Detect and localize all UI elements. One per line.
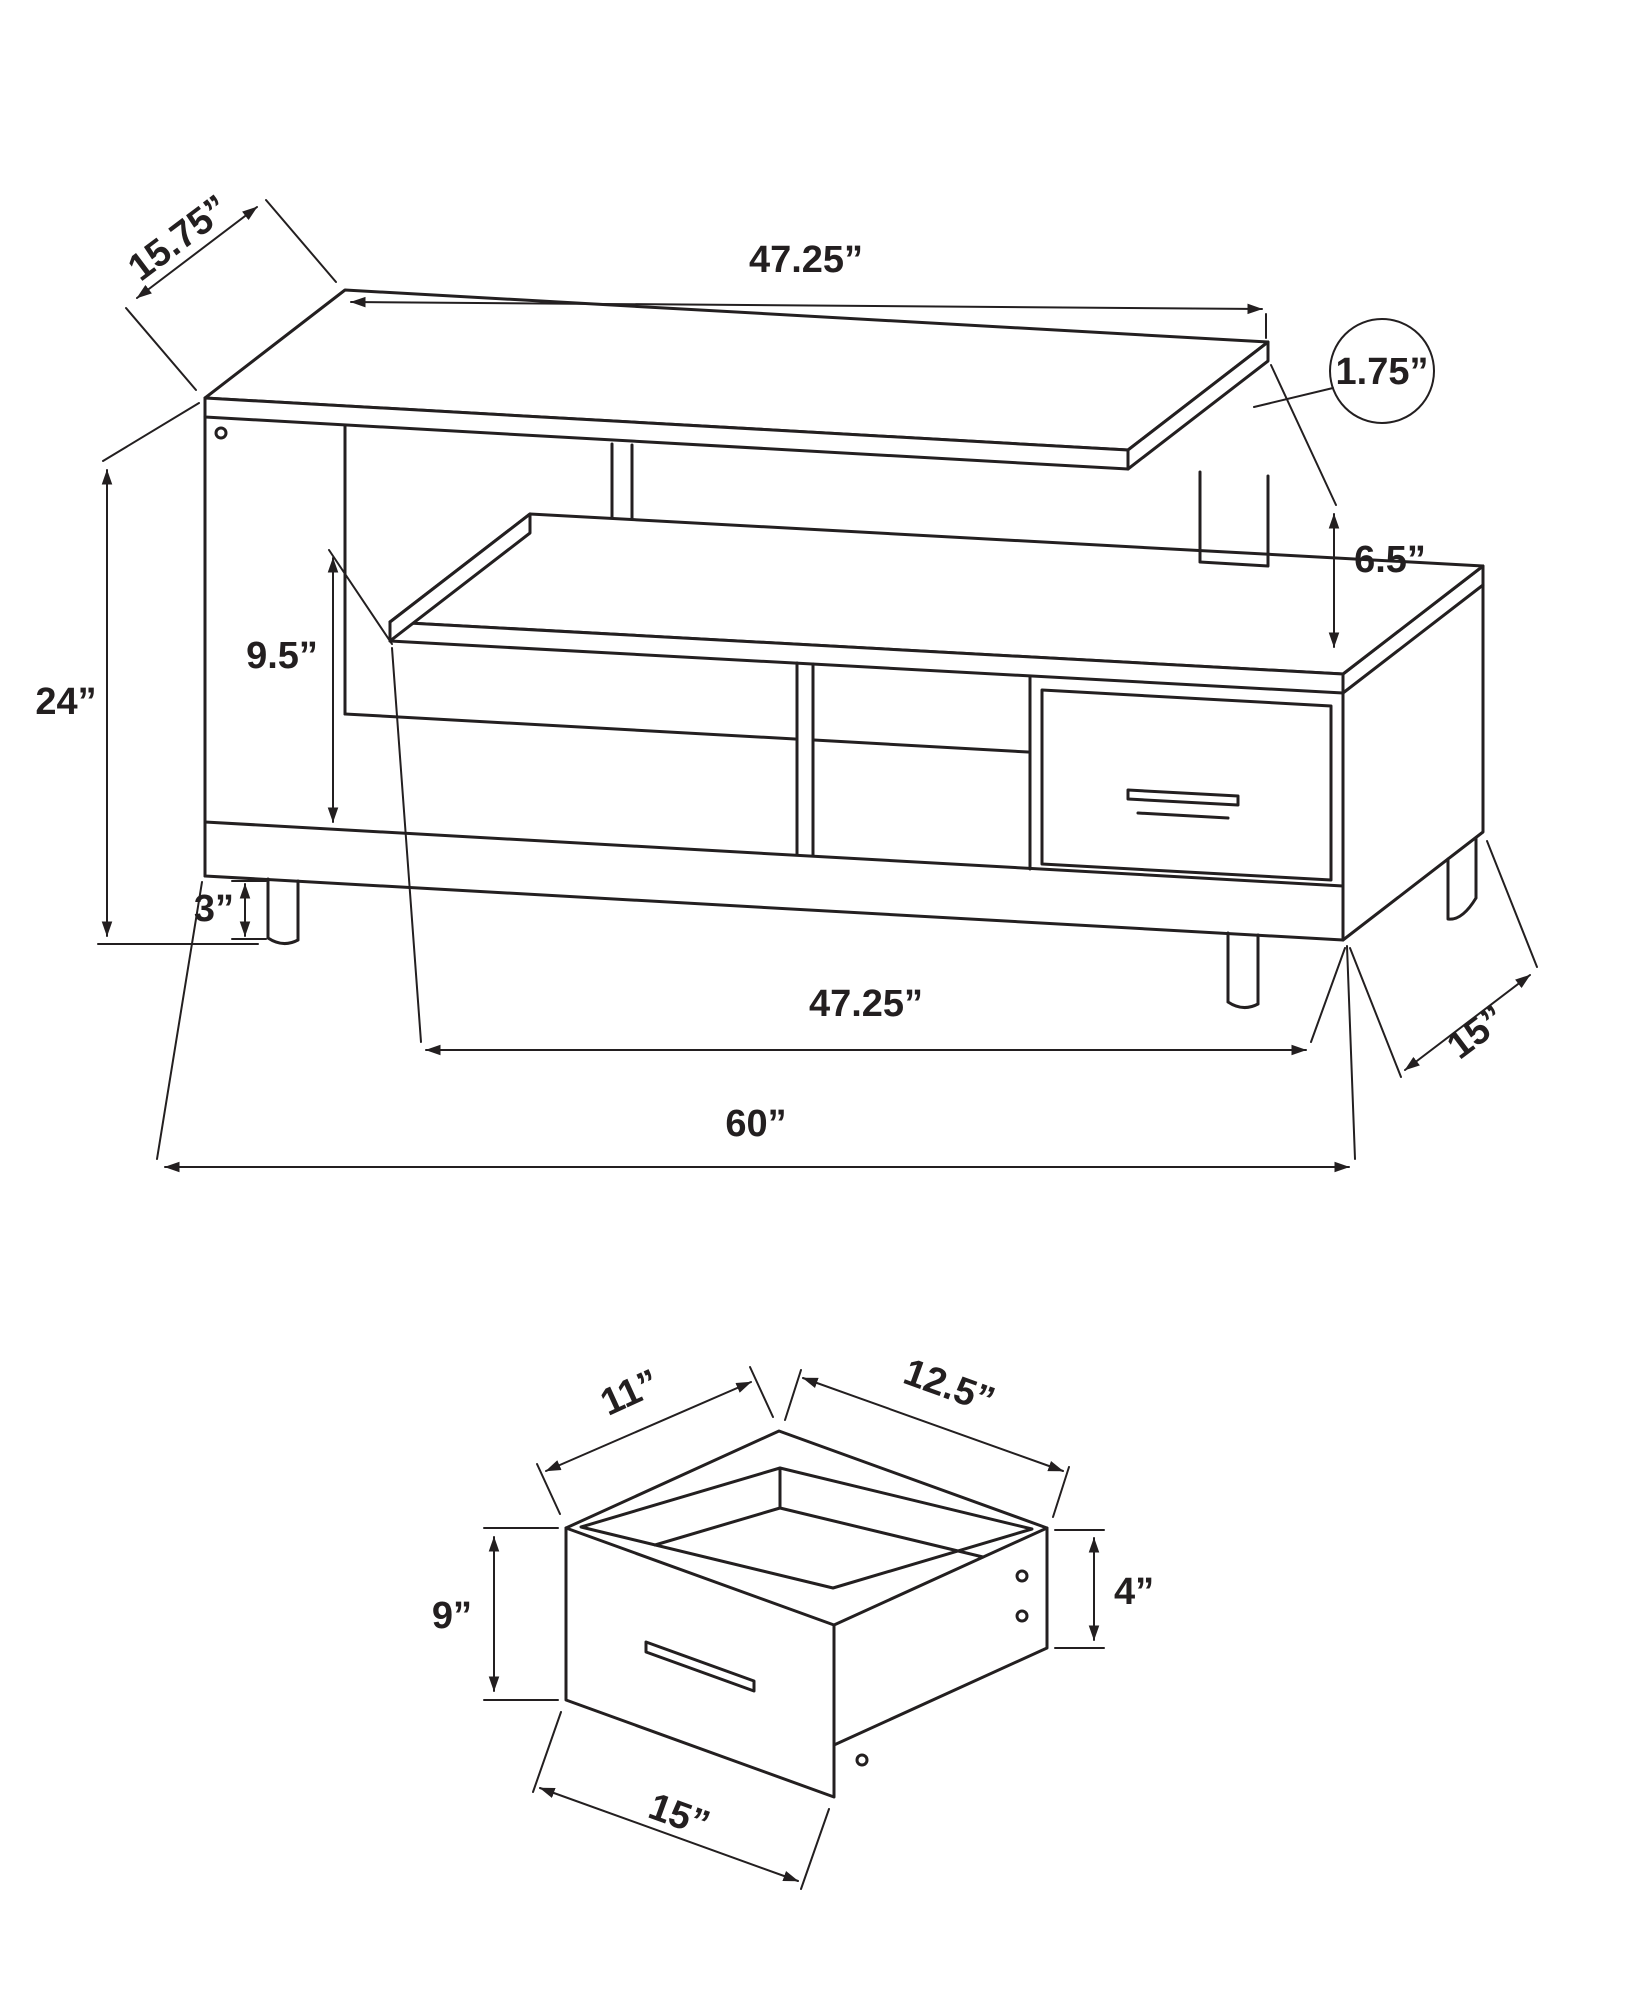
ext-line <box>784 1369 1070 1518</box>
base-board-top-back-edge <box>343 712 1030 754</box>
ext-line <box>265 199 337 283</box>
ext-line <box>1054 1529 1105 1649</box>
dim-top-shelf-width-label: 47.25” <box>749 239 863 281</box>
ext-line <box>391 647 1346 1043</box>
top-shelf-right-end <box>1126 340 1270 471</box>
dim-top-shelf-depth-label: 15.75” <box>121 187 237 289</box>
tv-stand-drawing <box>203 288 1485 1009</box>
drawer-drawing: 11” 12.5” 9” 4” 15” <box>432 1351 1154 1890</box>
dim-shelf-gap-label: 6.5” <box>1354 539 1426 581</box>
dim-lower-shelf-width-label: 47.25” <box>809 983 923 1025</box>
ext-line <box>102 402 200 462</box>
dim-line-drawer-front-width <box>539 1787 799 1882</box>
lower-divider <box>795 661 815 858</box>
dim-opening-height-label: 9.5” <box>246 635 318 677</box>
ext-line <box>532 1711 830 1890</box>
ext-line <box>125 307 197 391</box>
dim-line-top-depth <box>136 206 258 299</box>
ext-line <box>231 880 267 940</box>
drawer-floor-edges <box>653 1506 985 1559</box>
drawer-handle <box>1126 788 1240 807</box>
drawer-detail-handle <box>644 1640 756 1693</box>
cam-lock-mark <box>214 426 228 440</box>
screw-hole <box>1015 1569 1029 1583</box>
cabinet-right-shelf-line <box>1341 583 1485 695</box>
thickness-leader-line <box>1253 387 1334 408</box>
ext-line <box>1349 840 1538 1078</box>
screw-hole <box>855 1753 869 1767</box>
thickness-callout-circle <box>1329 318 1435 424</box>
drawer-top-rim <box>564 1429 1049 1530</box>
dim-drawer-top-depth-label: 12.5” <box>898 1351 1000 1422</box>
dim-line-opening-depth <box>545 1381 752 1472</box>
dim-base-depth-label: 15” <box>1440 997 1514 1067</box>
dim-drawer-front-height-label: 9” <box>432 1595 472 1637</box>
dim-overall-height-label: 24” <box>35 681 96 723</box>
dim-shelf-thickness-label: 1.75” <box>1336 351 1429 393</box>
drawer-inner-rim <box>579 1466 1034 1590</box>
dim-line-drawer-top-depth <box>802 1377 1064 1472</box>
drawer-side-face <box>832 1526 1049 1747</box>
drawer-front-panel <box>1040 688 1333 882</box>
dim-drawer-side-height-label: 4” <box>1114 1571 1154 1613</box>
ext-line <box>328 549 393 645</box>
ext-line <box>483 1527 559 1701</box>
left-leg <box>266 877 300 945</box>
ext-line <box>156 881 1356 1160</box>
right-support <box>1198 470 1270 568</box>
middle-shelf-left-end <box>388 512 532 643</box>
dim-line-base-depth <box>1404 974 1531 1071</box>
dim-line-top-width <box>350 296 1263 315</box>
middle-support <box>610 442 634 521</box>
dim-overall-width-label: 60” <box>725 1103 786 1145</box>
screw-hole <box>1015 1609 1029 1623</box>
ext-line <box>1270 364 1337 506</box>
dim-opening-depth-label: 11” <box>594 1362 665 1425</box>
ext-line <box>536 1366 774 1515</box>
right-front-leg <box>1226 931 1260 1009</box>
right-back-leg <box>1446 836 1478 921</box>
dim-drawer-front-width-label: 15” <box>643 1786 715 1846</box>
drawer-handle-shadow <box>1136 811 1230 820</box>
